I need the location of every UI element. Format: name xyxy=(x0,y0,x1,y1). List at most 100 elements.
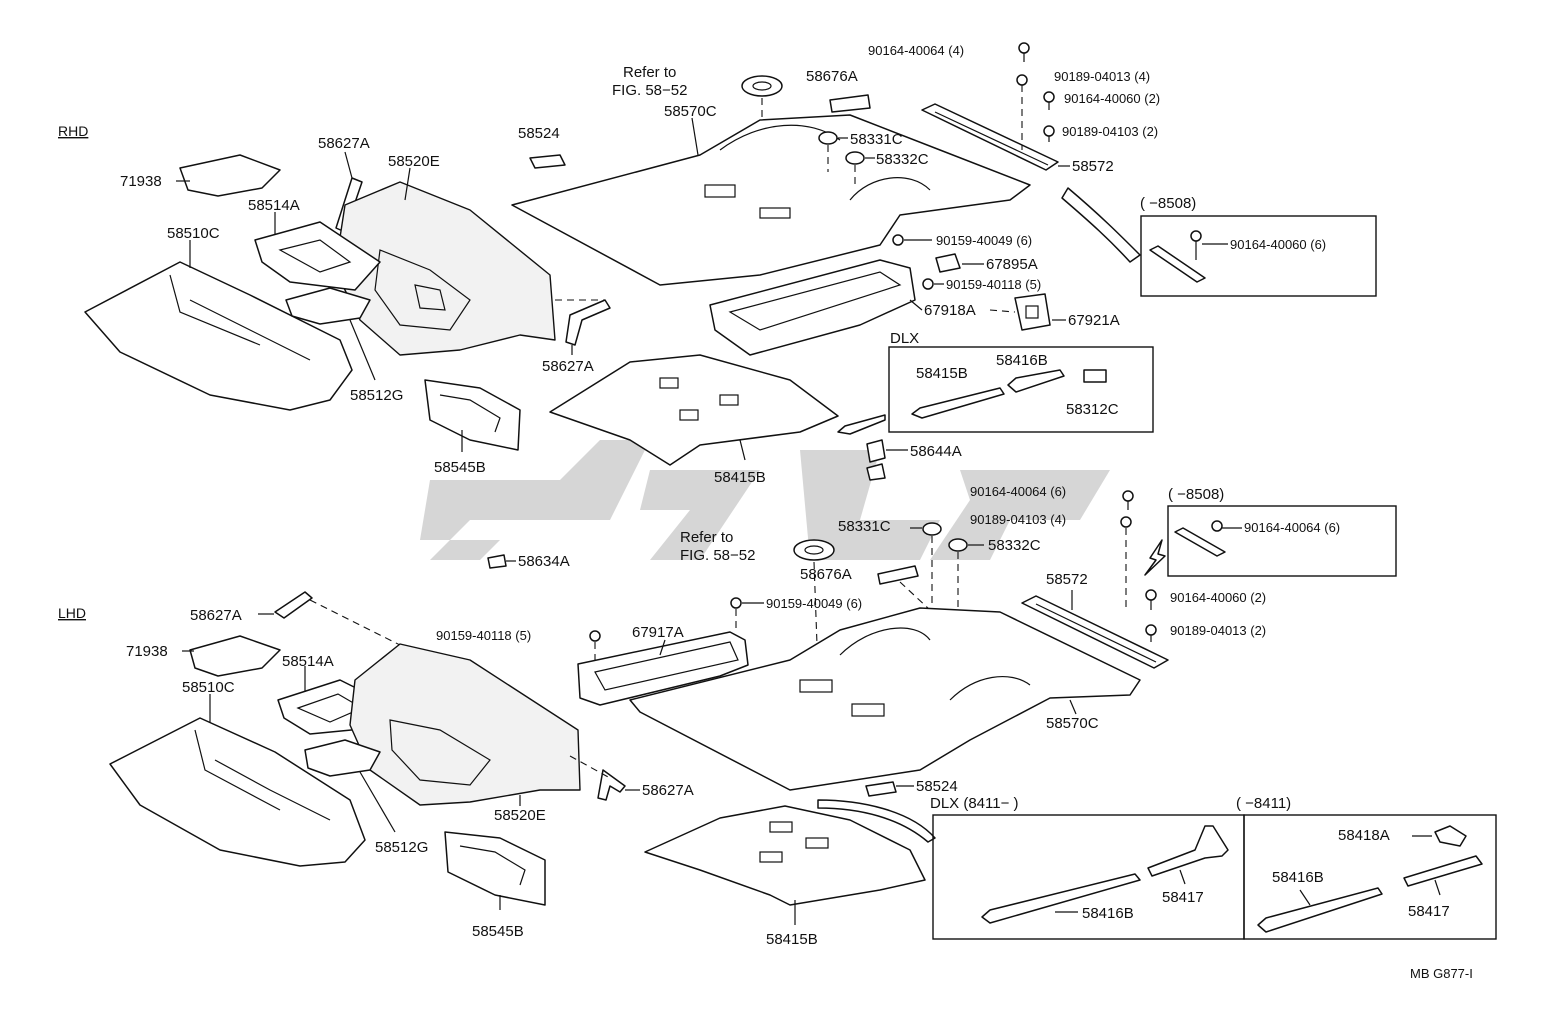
label-58312c-dlx: 58312C xyxy=(1066,401,1119,418)
refer-note-lhd: Refer to FIG. 58−52 xyxy=(680,529,835,673)
mat-58415b-rhd: 58415B xyxy=(549,354,839,486)
label-58627a-rhd-top: 58627A xyxy=(318,135,370,152)
label-58510c-lhd: 58510C xyxy=(182,679,235,696)
bolts-lhd-right: 90164-40064 (6) 90189-04103 (4) xyxy=(970,484,1134,610)
mat-58415b-lhd: 58415B xyxy=(644,805,926,948)
bolt-label-6: 90159-40049 (6) xyxy=(936,233,1032,248)
label-58570c-lhd: 58570C xyxy=(1046,715,1099,732)
label-58415b-lhd: 58415B xyxy=(766,931,818,948)
range-label-8508-rhd: ( −8508) xyxy=(1140,195,1196,212)
bolt-label-7: 90159-40118 (5) xyxy=(946,277,1041,292)
strip-58676a-rhd: 58676A xyxy=(806,68,871,113)
label-58520e-rhd: 58520E xyxy=(388,153,440,170)
label-58514a-lhd: 58514A xyxy=(282,653,334,670)
box-8508-lhd: ( −8508) 90164-40064 (6) xyxy=(1144,486,1397,577)
carpet-58570c-rhd: 58570C xyxy=(511,103,1031,286)
carpet-58510c-rhd: 58510C xyxy=(84,225,353,411)
box-8411-lhd: ( −8411) 58418A 58416B 58417 xyxy=(1236,795,1497,940)
label-58545b-lhd: 58545B xyxy=(472,923,524,940)
pad-71938-lhd: 71938 xyxy=(126,635,281,677)
bolt-label-14: 90159-40118 (5) xyxy=(436,628,531,643)
bolt-label-8: 90164-40064 (6) xyxy=(970,484,1066,499)
label-58676a-rhd: 58676A xyxy=(806,68,858,85)
clip-90159-40049-lhd: 90159-40049 (6) xyxy=(730,596,862,632)
label-58415b-dlx: 58415B xyxy=(916,365,968,382)
label-58512g-lhd: 58512G xyxy=(375,839,428,856)
label-58627a-lhd-top: 58627A xyxy=(190,607,242,624)
label-58545b-rhd: 58545B xyxy=(434,459,486,476)
label-58627a-lhd-bot: 58627A xyxy=(642,782,694,799)
range-label-8411: ( −8411) xyxy=(1236,795,1291,812)
bolt-label-11: 90164-40060 (2) xyxy=(1170,590,1266,605)
rhd-section-label: RHD xyxy=(58,123,88,139)
label-58634a-lhd: 58634A xyxy=(518,553,570,570)
refer-line1-rhd: Refer to xyxy=(623,64,676,81)
clip-90159-40118-lhd: 90159-40118 (5) xyxy=(436,628,601,660)
bolt-label-10: 90164-40064 (6) xyxy=(1244,520,1340,535)
refer-note-rhd: Refer to FIG. 58−52 xyxy=(612,64,783,210)
label-58524-rhd: 58524 xyxy=(518,125,560,142)
label-58572-rhd: 58572 xyxy=(1072,158,1114,175)
clip-90159-40118-rhd: 90159-40118 (5) xyxy=(922,277,1041,292)
range-label-8508-lhd: ( −8508) xyxy=(1168,486,1224,503)
strip-58627a-lhd-bot: 58627A xyxy=(569,755,694,801)
pad-58512g-rhd: 58512G xyxy=(285,287,403,404)
label-58416b-dlx-lhd: 58416B xyxy=(1082,905,1134,922)
bolt-label-3: 90164-40060 (2) xyxy=(1064,91,1160,106)
label-58572-lhd: 58572 xyxy=(1046,571,1088,588)
bolt-label-13: 90159-40049 (6) xyxy=(766,596,862,611)
lhd-section: LHD 90164-40064 (6) 90189-04103 (4) ( −8… xyxy=(58,484,1497,948)
pad-58545b-rhd: 58545B xyxy=(424,379,521,476)
label-58332c-lhd: 58332C xyxy=(988,537,1041,554)
tag-58524-lhd: 58524 xyxy=(865,778,958,797)
pad-58514a-rhd: 58514A xyxy=(248,197,381,291)
label-58417-dlx-lhd: 58417 xyxy=(1162,889,1204,906)
bolt-label-12: 90189-04013 (2) xyxy=(1170,623,1266,638)
label-58644a-rhd: 58644A xyxy=(910,443,962,460)
carpet-58570c-lhd: 58570C xyxy=(629,607,1141,791)
silencer-58520e-lhd: 58520E xyxy=(349,643,581,824)
box-dlx-rhd: DLX 58415B 58416B 58312C xyxy=(888,330,1154,433)
label-58512g-rhd: 58512G xyxy=(350,387,403,404)
bolt-label-2: 90189-04013 (4) xyxy=(1054,69,1150,84)
bolt-label-4: 90189-04103 (2) xyxy=(1062,124,1158,139)
bolt-label-5: 90164-40060 (6) xyxy=(1230,237,1326,252)
label-71938-lhd: 71938 xyxy=(126,643,168,660)
label-58415b-rhd: 58415B xyxy=(714,469,766,486)
clip-90159-40049-rhd: 90159-40049 (6) xyxy=(892,233,1032,248)
arrow-8508-rhd xyxy=(1061,187,1141,263)
part-67921a-rhd: 67921A xyxy=(989,293,1120,331)
part-67895a-rhd: 67895A xyxy=(935,253,1038,273)
tag-58524-rhd: 58524 xyxy=(518,125,566,169)
box-8508-rhd: ( −8508) 90164-40060 (6) xyxy=(1140,195,1377,297)
pad-71938-rhd: 71938 xyxy=(120,154,281,197)
pad-58512g-lhd: 58512G xyxy=(304,739,428,856)
pad-58545b-lhd: 58545B xyxy=(444,831,546,940)
rail-58572-lhd: 58572 xyxy=(1021,571,1169,669)
label-58417-8411: 58417 xyxy=(1408,903,1450,920)
label-58627a-rhd-mid: 58627A xyxy=(542,358,594,375)
bolt-label-1: 90164-40064 (4) xyxy=(868,43,964,58)
grommets-lhd: 58331C 58332C xyxy=(838,518,1041,660)
diagram-code: MB G877-I xyxy=(1410,966,1473,981)
rhd-section: RHD 71938 58627A 58520E 58514A xyxy=(58,42,1377,486)
strip-58627a-rhd-mid: 58627A xyxy=(542,299,611,375)
bolts-lhd-far-right: 90164-40060 (2) 90189-04013 (2) xyxy=(1145,589,1266,642)
rail-58572-rhd: 58572 xyxy=(921,103,1114,175)
label-58570c-rhd: 58570C xyxy=(664,103,717,120)
bolt-label-9: 90189-04103 (4) xyxy=(970,512,1066,527)
strip-58676a-lhd: 58676A xyxy=(800,565,931,611)
label-58332c-rhd: 58332C xyxy=(876,151,929,168)
carpet-58510c-lhd: 58510C xyxy=(109,679,366,867)
label-67918a-rhd: 67918A xyxy=(924,302,976,319)
clip-58634a-lhd: 58634A xyxy=(487,553,570,570)
tray-67918a-rhd: 67918A xyxy=(709,259,976,356)
refer-line1-lhd: Refer to xyxy=(680,529,733,546)
silencer-58520e-rhd: 58520E xyxy=(334,153,556,356)
refer-line2-lhd: FIG. 58−52 xyxy=(680,547,755,564)
label-58676a-lhd: 58676A xyxy=(800,566,852,583)
label-58331c-lhd: 58331C xyxy=(838,518,891,535)
arrow-dlx-lhd xyxy=(817,799,936,843)
label-67895a-rhd: 67895A xyxy=(986,256,1038,273)
